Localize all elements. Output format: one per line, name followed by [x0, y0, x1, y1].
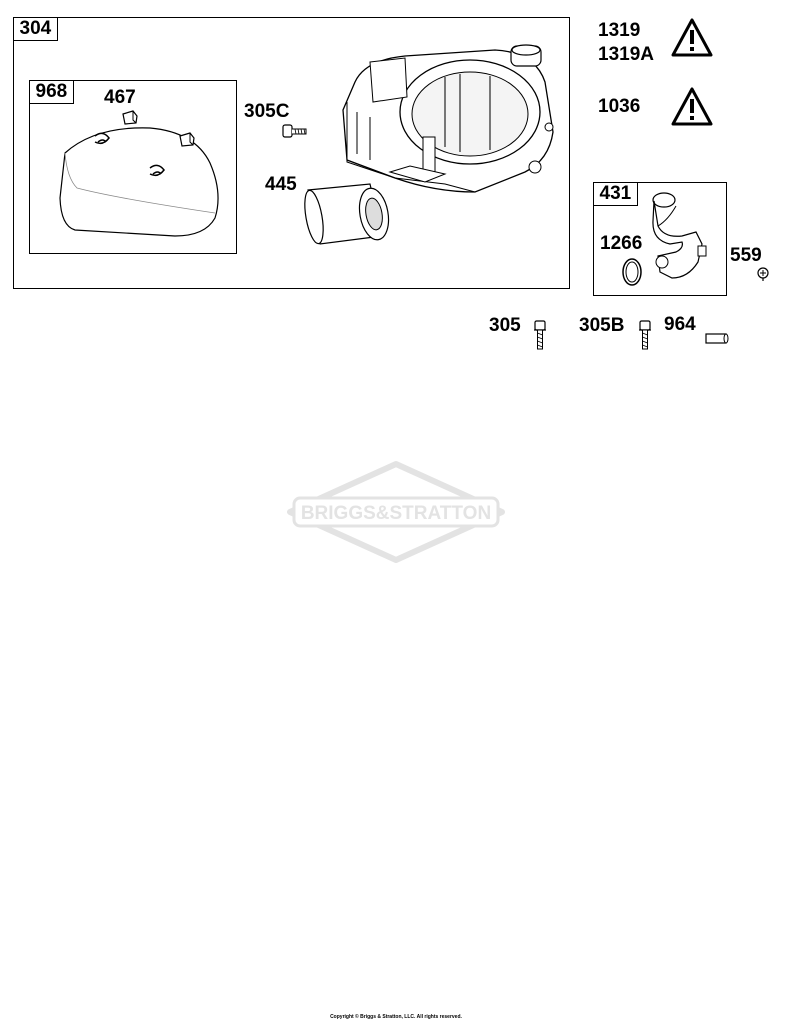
assembly-box-968: 968 [28, 79, 237, 254]
sleeve-part [705, 333, 729, 344]
callout-305: 305 [489, 315, 521, 336]
blower-housing-part [342, 44, 554, 193]
warning-triangle-icon [671, 87, 713, 126]
callout-1266: 1266 [600, 233, 643, 254]
callout-1319a: 1319A [598, 44, 654, 65]
callout-305c: 305C [244, 101, 290, 122]
callout-559: 559 [730, 245, 762, 266]
assembly-box-label: 304 [12, 16, 59, 41]
blower-cover-part [59, 127, 219, 237]
copyright-footer: Copyright © Briggs & Stratton, LLC. All … [330, 1014, 462, 1020]
callout-964: 964 [664, 314, 696, 335]
bolt-part [639, 320, 651, 350]
o-ring-part [622, 258, 642, 286]
callout-1319: 1319 [598, 20, 641, 41]
assembly-box-label: 431 [592, 181, 639, 206]
intake-elbow-part [652, 192, 707, 279]
assembly-box-431: 431 [592, 181, 727, 296]
assembly-box-304: 304 [12, 16, 570, 289]
assembly-box-label: 968 [28, 79, 75, 104]
brand-watermark-logo: BRIGGS&STRATTON [287, 461, 505, 563]
clip-part [122, 110, 138, 125]
callout-1036: 1036 [598, 96, 641, 117]
callout-305b: 305B [579, 315, 625, 336]
air-filter-part [304, 183, 390, 245]
callout-467: 467 [104, 87, 136, 108]
callout-445: 445 [265, 174, 297, 195]
watermark-text: BRIGGS&STRATTON [301, 503, 491, 524]
small-screw-part [757, 267, 769, 281]
bolt-part [534, 320, 546, 350]
screw-part [282, 124, 307, 138]
warning-triangle-icon [671, 18, 713, 57]
clip-part [179, 132, 195, 147]
